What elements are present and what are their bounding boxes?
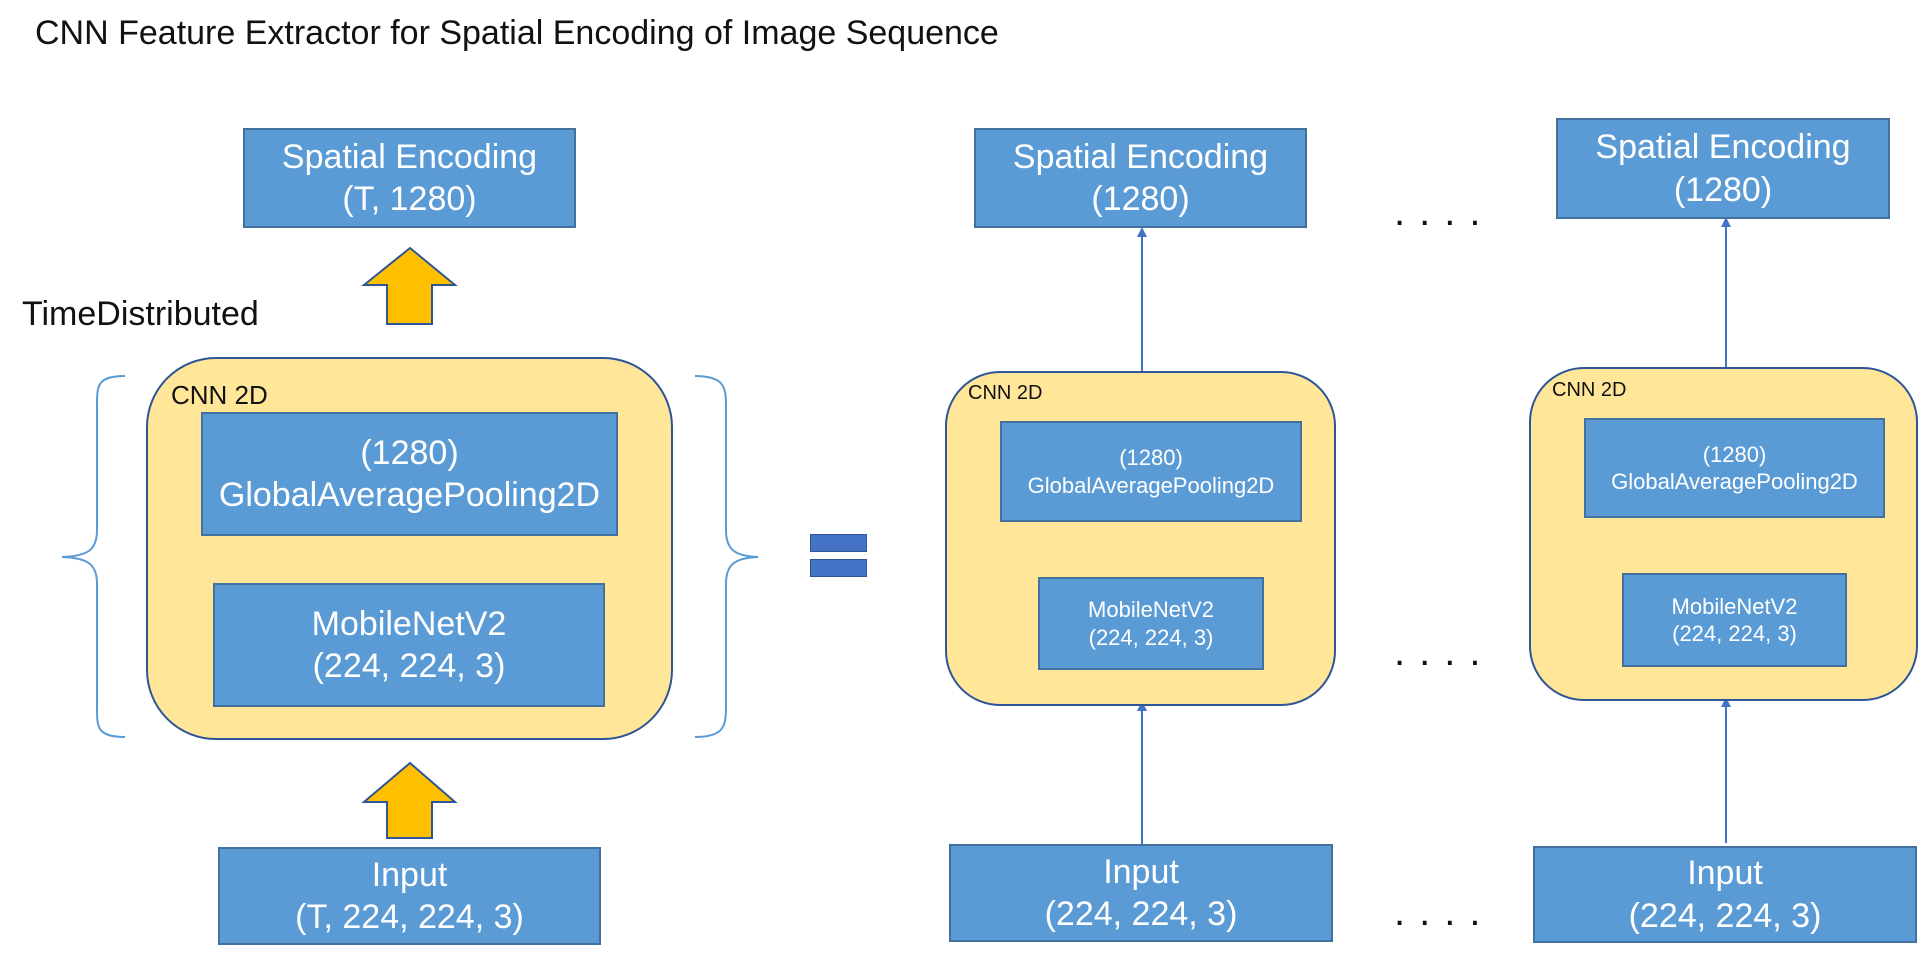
right1-mobilenet-shape: (224, 224, 3) xyxy=(1088,624,1214,650)
left-input-title: Input xyxy=(371,855,448,894)
ellipsis-middle: .... xyxy=(1394,630,1495,674)
right2-input-shape: (224, 224, 3) xyxy=(1628,896,1822,935)
left-spatial-encoding-title: Spatial Encoding xyxy=(281,137,538,176)
right2-input-box: Input (224, 224, 3) xyxy=(1533,846,1917,943)
left-spatial-encoding-shape: (T, 1280) xyxy=(342,180,477,218)
right2-pooling-box: (1280) GlobalAveragePooling2D xyxy=(1584,418,1885,518)
block-arrow-up-bottom xyxy=(361,761,458,839)
ellipsis-bottom: .... xyxy=(1394,890,1495,934)
right2-pooling-shape: (1280) xyxy=(1702,441,1767,467)
right1-spatial-encoding-shape: (1280) xyxy=(1091,180,1190,218)
right2-pooling-layer-name: GlobalAveragePooling2D xyxy=(1611,469,1858,494)
right1-spatial-encoding-box: Spatial Encoding (1280) xyxy=(974,128,1307,228)
right1-pooling-box: (1280) GlobalAveragePooling2D xyxy=(1000,421,1302,522)
right2-mobilenet-name: MobileNetV2 xyxy=(1671,593,1798,619)
right1-input-shape: (224, 224, 3) xyxy=(1044,895,1238,933)
left-spatial-encoding-box: Spatial Encoding (T, 1280) xyxy=(243,128,576,228)
right2-input-title: Input xyxy=(1687,854,1763,892)
right2-mobilenet-box: MobileNetV2 (224, 224, 3) xyxy=(1622,573,1847,667)
right-curly-brace xyxy=(694,375,759,738)
left-pooling-layer-name: GlobalAveragePooling2D xyxy=(218,476,601,514)
right1-mobilenet-name: MobileNetV2 xyxy=(1088,597,1214,622)
right1-pooling-layer-name: GlobalAveragePooling2D xyxy=(1027,472,1275,498)
right1-input-box: Input (224, 224, 3) xyxy=(949,844,1333,942)
right2-mobilenet-shape: (224, 224, 3) xyxy=(1672,621,1797,646)
left-mobilenet-shape: (224, 224, 3) xyxy=(312,647,506,685)
left-cnn-2d-label: CNN 2D xyxy=(171,380,268,410)
right2-cnn-2d-label: CNN 2D xyxy=(1552,379,1627,401)
right2-spatial-encoding-title: Spatial Encoding xyxy=(1595,128,1851,166)
left-mobilenet-box: MobileNetV2 (224, 224, 3) xyxy=(213,583,605,707)
equals-sign-bottom-bar xyxy=(810,559,867,577)
right1-cnn-2d-label: CNN 2D xyxy=(968,382,1043,404)
right1-input-title: Input xyxy=(1103,852,1179,891)
left-pooling-box: (1280) GlobalAveragePooling2D xyxy=(201,412,618,536)
time-distributed-label: TimeDistributed xyxy=(22,295,259,333)
left-pooling-shape: (1280) xyxy=(360,433,459,472)
block-arrow-up-top xyxy=(361,246,458,325)
ellipsis-top: .... xyxy=(1394,190,1495,234)
left-curly-brace xyxy=(61,375,126,738)
equals-sign-top-bar xyxy=(810,534,867,552)
right1-pooling-shape: (1280) xyxy=(1119,445,1183,470)
right2-spatial-encoding-shape: (1280) xyxy=(1673,170,1773,209)
right1-spatial-encoding-title: Spatial Encoding xyxy=(1012,137,1269,176)
left-input-box: Input (T, 224, 224, 3) xyxy=(218,847,601,945)
left-input-shape: (T, 224, 224, 3) xyxy=(295,898,524,936)
right1-mobilenet-box: MobileNetV2 (224, 224, 3) xyxy=(1038,577,1264,670)
left-mobilenet-name: MobileNetV2 xyxy=(311,604,507,643)
right2-spatial-encoding-box: Spatial Encoding (1280) xyxy=(1556,118,1890,219)
diagram-title: CNN Feature Extractor for Spatial Encodi… xyxy=(35,14,999,52)
